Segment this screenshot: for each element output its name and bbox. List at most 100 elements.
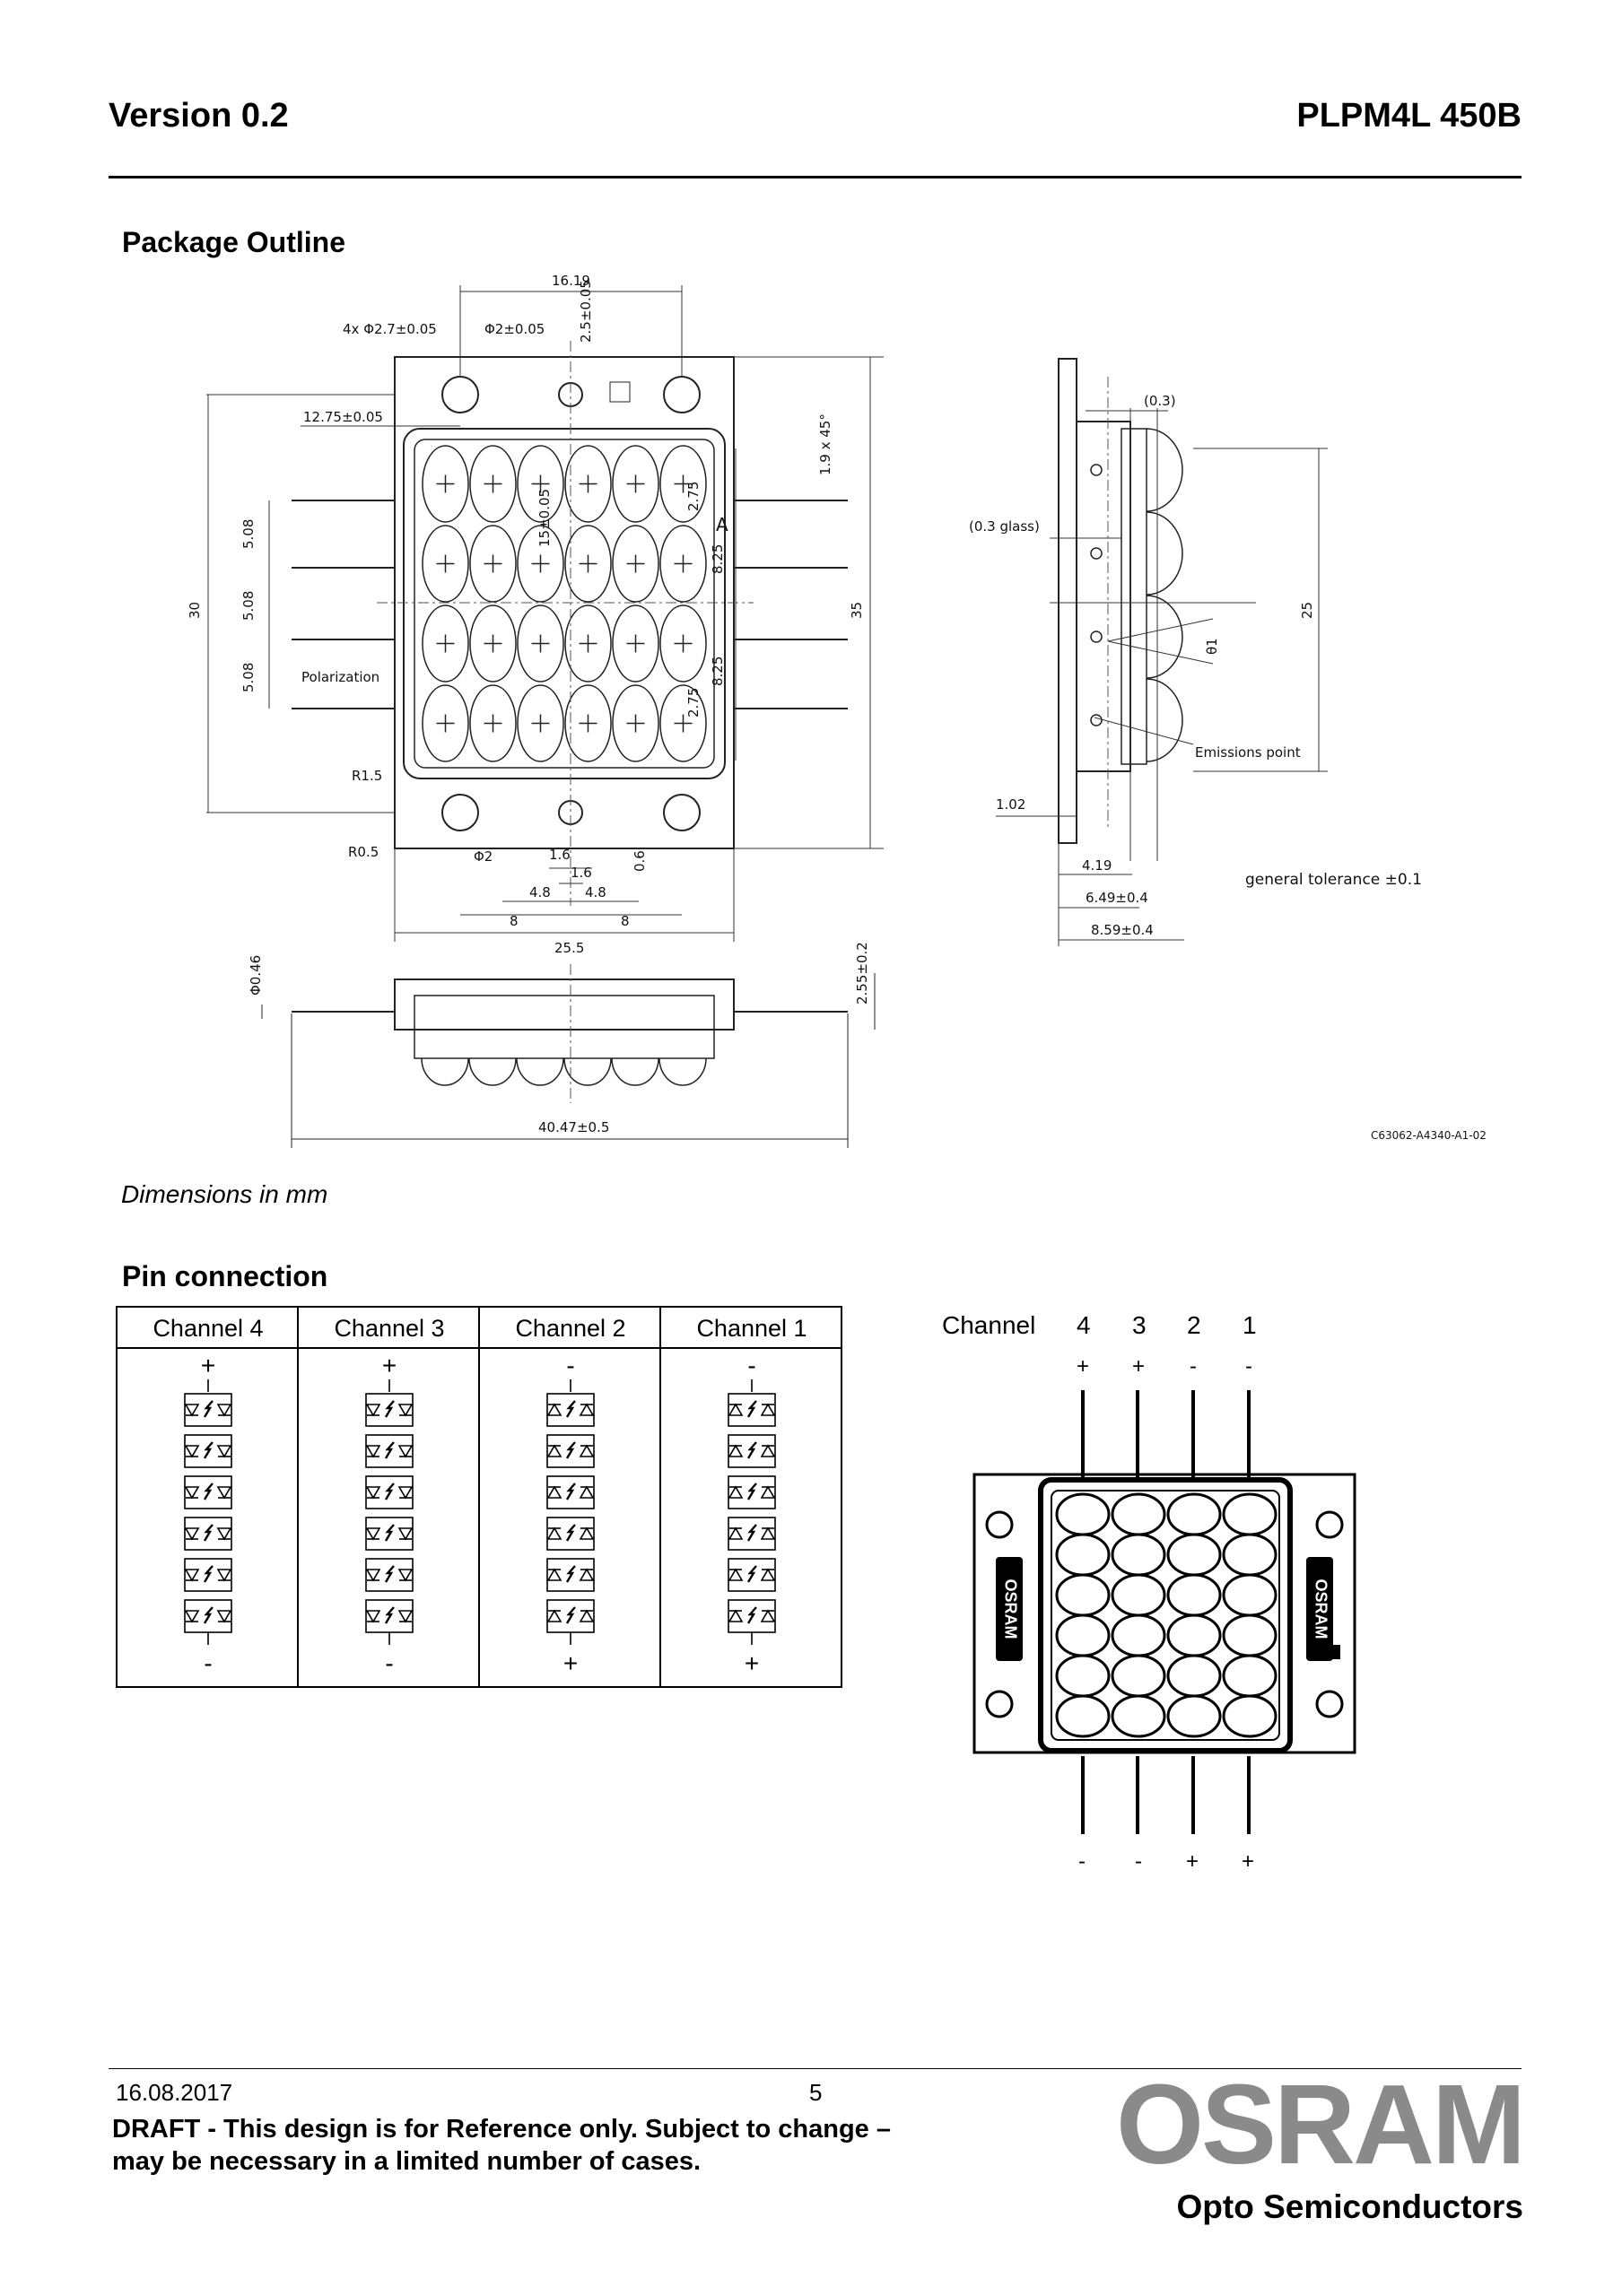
optic-frame xyxy=(403,428,726,779)
datum-a: A xyxy=(716,514,728,535)
module-lens xyxy=(1055,1613,1111,1657)
dim-30: 30 xyxy=(187,602,203,619)
dim-2-5: 2.5±0.05 xyxy=(578,280,594,343)
diode-string xyxy=(546,1379,595,1645)
module-lens xyxy=(1166,1573,1222,1617)
lens xyxy=(517,684,564,762)
bottom-sign-4: - xyxy=(1078,1849,1086,1874)
dim-8-59: 8.59±0.4 xyxy=(1091,922,1154,938)
optic-inner-frame xyxy=(414,439,715,769)
lens-grid xyxy=(422,445,707,762)
lens xyxy=(422,445,469,523)
side-lens xyxy=(658,1057,707,1086)
lens xyxy=(517,445,564,523)
dim-2-75-bottom: 2.75 xyxy=(685,688,702,718)
top-sign-1: - xyxy=(1245,1354,1252,1378)
lens xyxy=(422,604,469,683)
polarity-marker xyxy=(1326,1645,1340,1659)
dim-12-75: 12.75±0.05 xyxy=(303,409,383,425)
dim-40-47: 40.47±0.5 xyxy=(538,1119,609,1135)
module-logo-right: OSRAM xyxy=(1312,1579,1330,1639)
dim-0-6: 0.6 xyxy=(632,850,648,872)
dim-6-49: 6.49±0.4 xyxy=(1086,890,1148,906)
footer-subtitle: Opto Semiconductors xyxy=(1176,2188,1523,2225)
dim-4-19: 4.19 xyxy=(1082,857,1112,874)
side-body xyxy=(394,978,735,1031)
theta-label: θ1 xyxy=(1204,638,1220,655)
header-rule xyxy=(109,176,1522,178)
section-lens xyxy=(1146,428,1183,512)
lens xyxy=(612,525,659,603)
lens xyxy=(469,604,517,683)
polarity-bottom: + xyxy=(745,1649,759,1677)
footer-draft-notice: DRAFT - This design is for Reference onl… xyxy=(112,2113,1081,2178)
module-lens xyxy=(1111,1694,1166,1738)
bottom-sign-1: + xyxy=(1242,1849,1255,1874)
section-view xyxy=(996,358,1328,946)
lens xyxy=(612,604,659,683)
side-lenses xyxy=(421,1057,707,1086)
diode-string xyxy=(728,1379,776,1645)
section-board xyxy=(1058,358,1077,844)
glass-label: (0.3 glass) xyxy=(969,518,1040,535)
lens xyxy=(659,604,707,683)
laser-diode-schematics: +-+--+-+ xyxy=(184,1352,776,1677)
module-frame xyxy=(1038,1477,1293,1753)
dim-5-08-c: 5.08 xyxy=(240,663,257,692)
lens xyxy=(659,525,707,603)
pin-connection-title: Pin connection xyxy=(122,1260,328,1292)
diode-string xyxy=(365,1379,414,1645)
emission-point-label: Emissions point xyxy=(1195,744,1301,761)
dimensions-caption: Dimensions in mm xyxy=(121,1180,328,1208)
diode-string xyxy=(184,1379,232,1645)
polarity-bottom: - xyxy=(204,1649,212,1677)
lens xyxy=(564,604,612,683)
lens xyxy=(659,445,707,523)
module-lens xyxy=(1111,1613,1166,1657)
module-lens xyxy=(1166,1694,1222,1738)
channel-number-3: 3 xyxy=(1132,1311,1147,1339)
mounting-hole xyxy=(663,794,701,831)
dim-25: 25 xyxy=(1299,602,1315,619)
dim-25-5: 25.5 xyxy=(554,940,584,956)
module-lens xyxy=(1055,1533,1111,1577)
column-header-channel-1: Channel 1 xyxy=(661,1308,842,1349)
emitter xyxy=(1090,714,1103,726)
header-product-name: PLPM4L 450B xyxy=(1296,97,1522,135)
right-pins xyxy=(734,500,848,709)
emitter xyxy=(1090,631,1103,643)
side-frame xyxy=(414,995,715,1059)
module-lens xyxy=(1055,1694,1111,1738)
module-lens xyxy=(1055,1573,1111,1617)
emitter xyxy=(1090,464,1103,476)
mounting-hole xyxy=(663,376,701,413)
dim-4-8-b: 4.8 xyxy=(585,884,606,900)
lens xyxy=(422,684,469,762)
section-lens xyxy=(1146,678,1183,762)
emitter xyxy=(1090,547,1103,560)
dim-0-3: (0.3) xyxy=(1144,393,1176,409)
module-pins-top xyxy=(1081,1390,1251,1480)
module-lens xyxy=(1111,1654,1166,1698)
top-view-labels: 16.19 4x Φ2.7±0.05 Φ2±0.05 2.5±0.05 12.7… xyxy=(187,273,865,956)
dim-holes: 4x Φ2.7±0.05 xyxy=(343,321,437,337)
lens xyxy=(612,445,659,523)
package-outline-drawing: 16.19 4x Φ2.7±0.05 Φ2±0.05 2.5±0.05 12.7… xyxy=(187,273,1487,1148)
lens xyxy=(564,445,612,523)
module-lens xyxy=(1166,1613,1222,1657)
footer-page-number: 5 xyxy=(809,2079,823,2106)
polarity-top: - xyxy=(747,1352,755,1379)
lens xyxy=(517,525,564,603)
module-lens xyxy=(1111,1533,1166,1577)
center-lines xyxy=(377,341,754,906)
module-top-view-diagram: OSRAM OSRAM xyxy=(972,1390,1356,1834)
top-sign-3: + xyxy=(1132,1354,1146,1378)
channel-label: Channel xyxy=(942,1311,1036,1339)
side-lens xyxy=(611,1057,659,1086)
section-lens xyxy=(1146,595,1183,679)
top-sign-4: + xyxy=(1077,1354,1090,1378)
module-body xyxy=(972,1473,1356,1754)
dim-1-6-b: 1.6 xyxy=(571,865,592,881)
drawing-number: C63062-A4340-A1-02 xyxy=(1371,1129,1487,1142)
dim-16-19: 16.19 xyxy=(552,273,590,289)
